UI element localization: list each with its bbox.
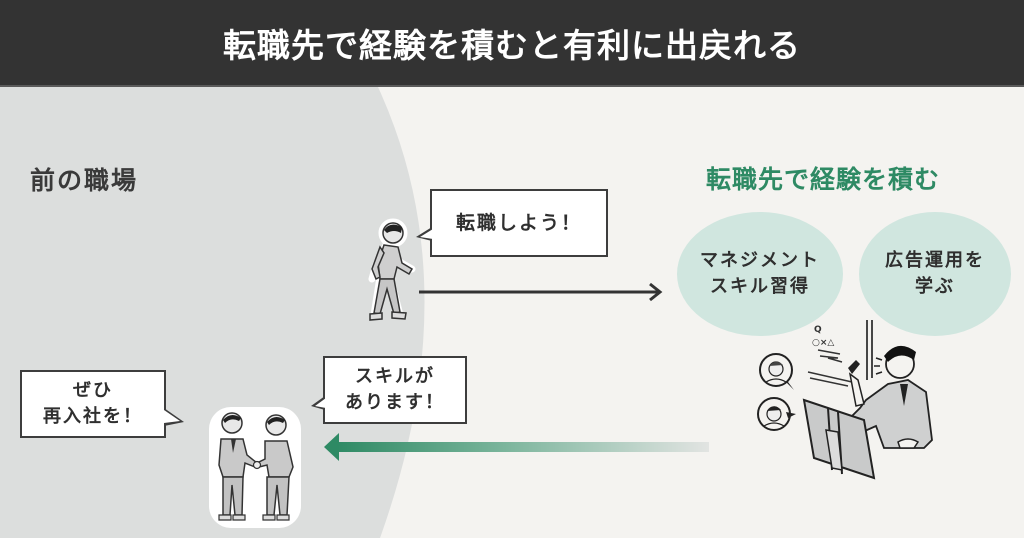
walking-person-icon <box>368 218 416 321</box>
arrow-left-icon <box>324 433 709 461</box>
presenter-icon: Q ○×△ <box>757 320 933 480</box>
skill-bubble-ad-operations: 広告運用を 学ぶ <box>859 212 1011 336</box>
diagram-stage: 前の職場 転職先で経験を積む 転職しよう！ ぜひ 再入社を！ スキルが <box>0 87 1024 538</box>
skill-text-line1: マネジメント <box>700 250 820 271</box>
previous-workplace-label: 前の職場 <box>30 166 139 195</box>
skill-bubble-management: マネジメント スキル習得 <box>677 212 843 336</box>
bubble-text-line2: あります！ <box>345 392 445 413</box>
bubble-text: 転職しよう！ <box>455 212 582 234</box>
skill-text-line2: 学ぶ <box>915 276 955 297</box>
speech-bubble-lets-change-job: 転職しよう！ <box>416 189 608 257</box>
page-title: 転職先で経験を積むと有利に出戻れる <box>223 25 801 65</box>
speech-bubble-have-skills: スキルが あります！ <box>311 356 467 424</box>
whiteboard-text-q: Q <box>814 325 822 335</box>
header-bar: 転職先で経験を積むと有利に出戻れる <box>0 0 1024 87</box>
skill-text-line2: スキル習得 <box>710 276 810 297</box>
whiteboard-text-symbols: ○×△ <box>812 338 834 348</box>
speech-bubble-rehire-request: ぜひ 再入社を！ <box>20 370 184 438</box>
skill-text-line1: 広告運用を <box>885 250 985 271</box>
arrow-right-icon <box>419 282 663 302</box>
bubble-text-line1: スキルが <box>355 366 435 387</box>
bubble-text-line2: 再入社を！ <box>43 406 143 427</box>
new-workplace-label: 転職先で経験を積む <box>706 165 941 194</box>
bubble-text-line1: ぜひ <box>73 380 113 401</box>
handshake-icon <box>209 407 301 528</box>
